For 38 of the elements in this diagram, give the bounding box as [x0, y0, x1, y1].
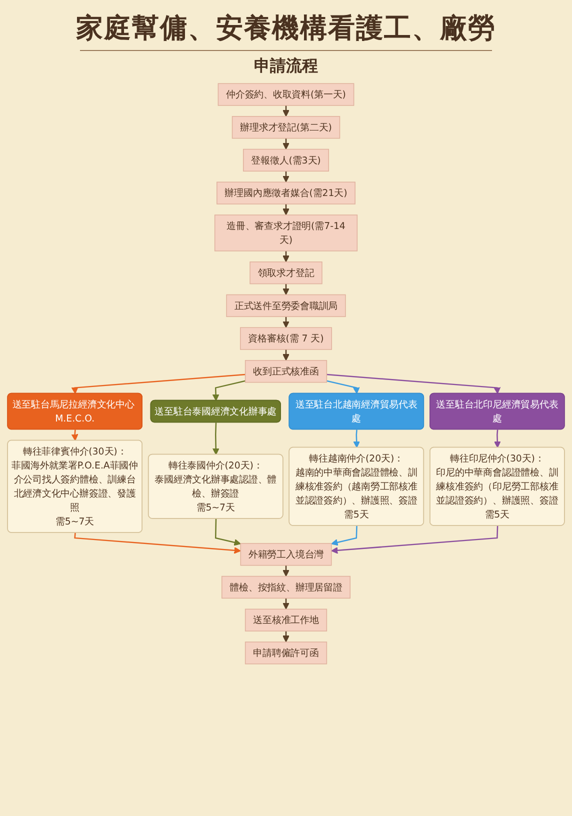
node-box: 送至核准工作地 [244, 608, 328, 632]
arrow [282, 250, 290, 262]
arrow [331, 526, 498, 554]
arrow [282, 598, 290, 610]
node-box: 造冊、審查求才證明(需7-14天) [214, 214, 358, 252]
arrow [282, 138, 290, 150]
arrow [331, 526, 358, 546]
arrow [353, 430, 360, 448]
arrow [494, 430, 501, 448]
arrow [282, 316, 290, 328]
node-box: 外籍勞工入境台灣 [240, 543, 332, 566]
arrow [282, 565, 290, 577]
node-box: 領取求才登記 [250, 262, 322, 284]
arrow [282, 284, 290, 296]
node-box: 收到正式核准函 [244, 360, 328, 383]
arrow [282, 631, 290, 642]
arrow [282, 349, 290, 361]
arrow [74, 532, 241, 554]
arrow [326, 374, 501, 394]
node-box: 正式送件至勞委會職訓局 [226, 294, 346, 318]
arrow [282, 204, 290, 216]
arrow [212, 380, 246, 402]
node-box: 辦理求才登記(第二天) [232, 116, 340, 139]
arrow [326, 380, 360, 394]
title: 家庭幫傭、安養機構看護工、廠勞 [76, 12, 496, 46]
arrow [282, 105, 290, 117]
node-box: 體檢、按指紋、辦理居留證 [221, 576, 351, 599]
arrow [282, 171, 290, 182]
node-box: 仲介簽約、收取資料(第一天) [218, 83, 354, 106]
subtitle: 申請流程 [254, 56, 318, 77]
node-box: 申請聘僱許可函 [244, 642, 328, 664]
node-box: 辦理國內應徵者媒合(需21天) [216, 182, 356, 204]
arrow [212, 422, 220, 455]
arrow [71, 374, 246, 394]
arrow [214, 518, 241, 546]
node-box: 登報徵人(需3天) [242, 148, 330, 172]
arrow [71, 430, 78, 441]
node-box: 資格審核(需 7 天) [240, 327, 332, 350]
